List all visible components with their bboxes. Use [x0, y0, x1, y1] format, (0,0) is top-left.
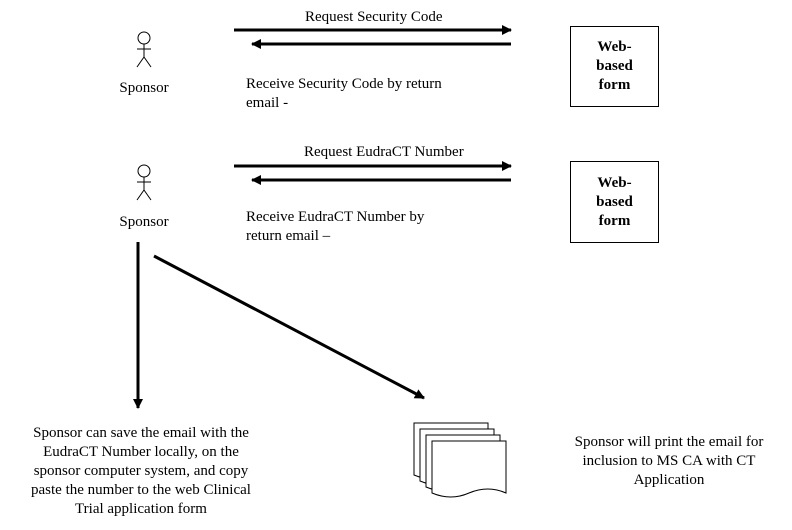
web-form-box: Web- based form	[570, 161, 659, 243]
web-form-label: Web- based form	[596, 174, 633, 229]
actor-label: Sponsor	[119, 214, 169, 230]
print-note: Sponsor will print the email for inclusi…	[574, 434, 764, 488]
request-label: Request Security Code	[305, 9, 443, 25]
actor-label: Sponsor	[119, 80, 169, 96]
web-form-label: Web- based form	[596, 39, 633, 93]
save-note: Sponsor can save the email with the Eudr…	[31, 425, 251, 517]
stick-figure-icon	[136, 31, 152, 68]
receive-label: Receive EudraCT Number by return email –	[246, 209, 425, 244]
receive-label: Receive Security Code by return email -	[246, 76, 442, 111]
stick-figure-icon	[136, 164, 152, 201]
document-stack-icon	[413, 422, 507, 498]
request-label: Request EudraCT Number	[304, 144, 464, 160]
web-form-box: Web- based form	[570, 26, 659, 107]
print-arrow	[153, 254, 425, 400]
